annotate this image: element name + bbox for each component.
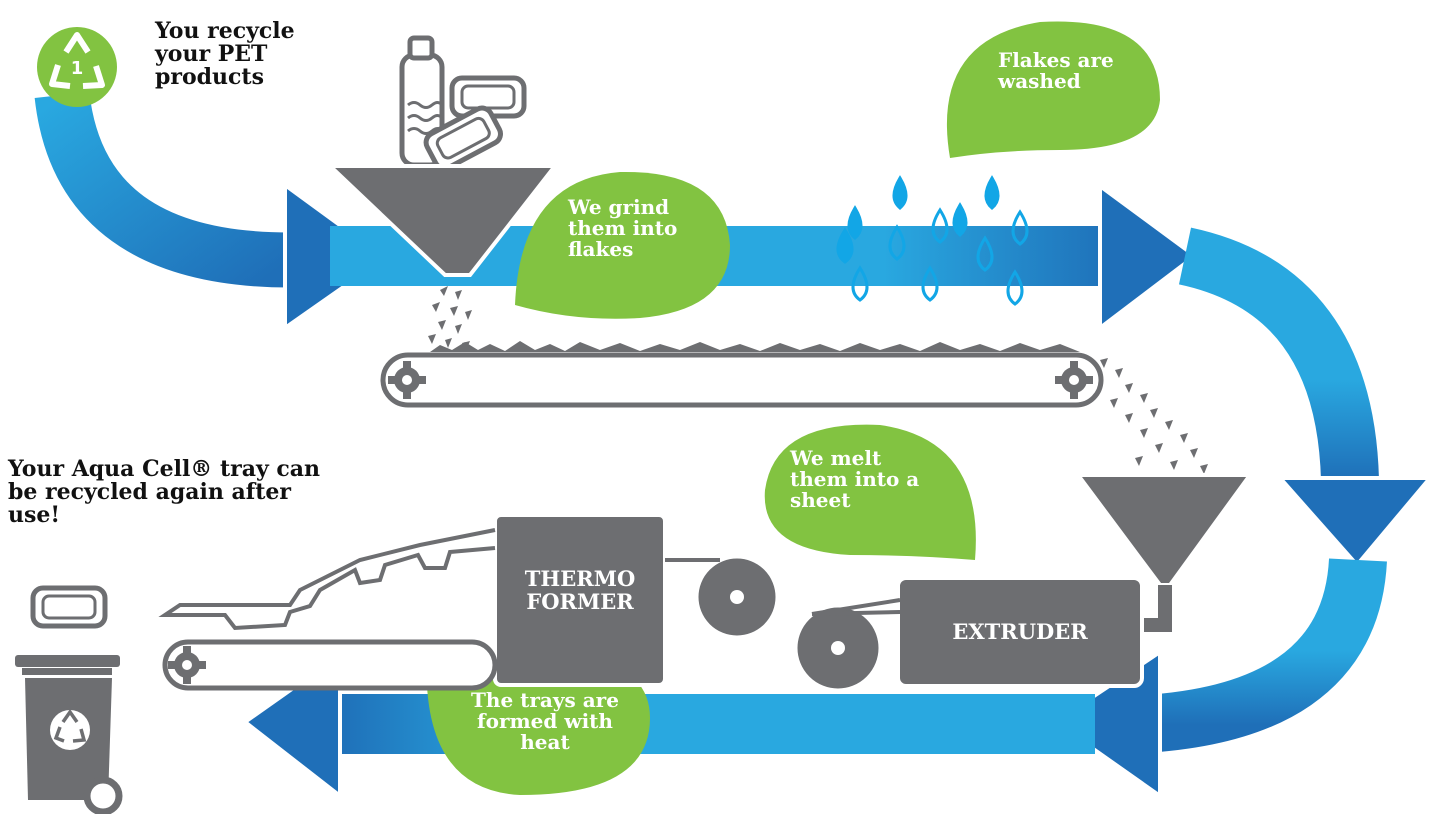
flow-arrow-right-lower <box>1119 557 1387 754</box>
flow-arrowhead-3 <box>1275 476 1435 569</box>
flakes-to-extruder <box>1100 358 1208 474</box>
extruder-sheet <box>811 598 901 616</box>
flow-arrowhead-2 <box>1098 182 1199 333</box>
bubble-melt <box>764 424 976 560</box>
gear-icon <box>168 646 206 684</box>
tray-icon-3 <box>30 585 108 629</box>
formed-trays-sheet <box>158 528 496 631</box>
thermoformer-label: THERMO FORMER <box>524 566 636 615</box>
thermoformer-box <box>493 513 667 687</box>
recycle-code-number: 1 <box>71 58 84 79</box>
tray-icon-2 <box>423 105 503 171</box>
grinder-funnel <box>324 164 560 277</box>
water-drops <box>836 175 1029 306</box>
flakes-on-belt <box>430 341 1080 352</box>
flow-arrow-start <box>34 91 291 288</box>
extruder-label: EXTRUDER <box>952 619 1088 644</box>
step-wash-label: Flakes are washed <box>998 48 1114 93</box>
gear-icon <box>1055 361 1093 399</box>
bubble-grind <box>515 171 730 319</box>
extruder-box <box>896 576 1144 688</box>
flakes-falling <box>428 286 472 351</box>
step-grind-label: We grind them into flakes <box>568 195 678 261</box>
bin-recycle-icon <box>50 710 90 750</box>
extruder-funnel <box>1074 473 1254 587</box>
bin-wheel <box>83 776 123 814</box>
bottle-icon <box>399 35 445 168</box>
recycle-arrows-icon <box>49 32 105 89</box>
bin-lid <box>15 655 120 667</box>
gear-icon <box>388 361 426 399</box>
conveyor-belt-top <box>380 352 1104 408</box>
step-again-label: Your Aqua Cell® tray can be recycled aga… <box>8 456 321 529</box>
conveyor-belt-bottom <box>162 639 498 691</box>
bubble-wash <box>946 21 1160 158</box>
step-form-label: The trays are formed with heat <box>471 688 619 754</box>
bin-handle <box>22 668 112 675</box>
flow-arrow-right <box>1178 227 1379 482</box>
step-melt-label: We melt them into a sheet <box>790 446 920 512</box>
step-recycle-label: You recycle your PET products <box>155 18 295 91</box>
